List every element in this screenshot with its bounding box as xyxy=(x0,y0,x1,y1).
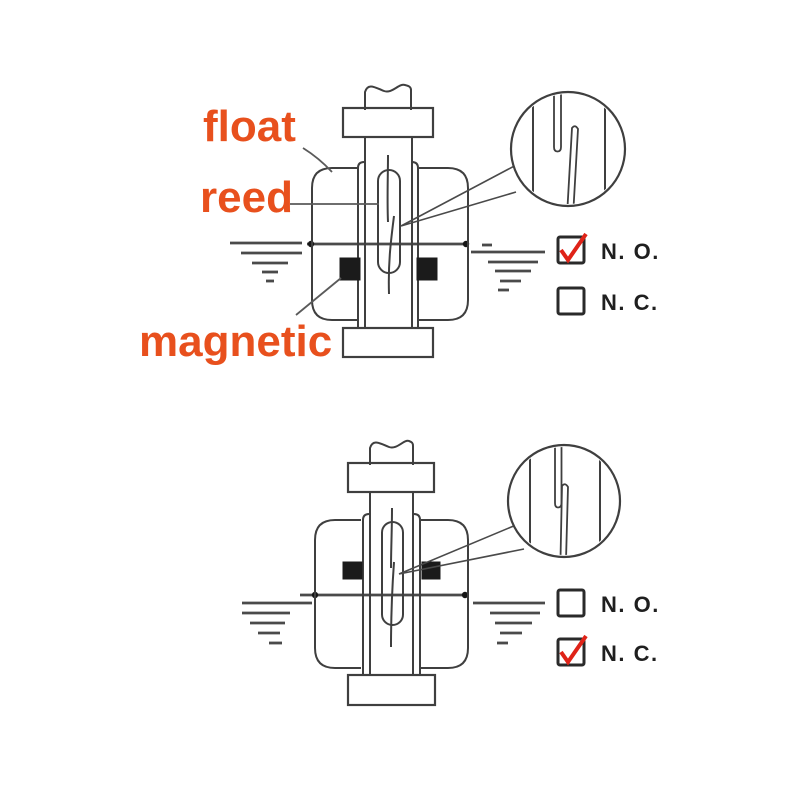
water-level-top xyxy=(230,240,545,292)
checkbox-no-bottom[interactable] xyxy=(556,588,586,618)
option-nc-top-label: N. C. xyxy=(601,290,659,315)
option-no-top-label: N. O. xyxy=(601,239,660,264)
option-no-top[interactable]: N. O. xyxy=(556,232,660,265)
option-nc-top[interactable]: N. C. xyxy=(556,286,659,316)
stem-pipe xyxy=(364,108,413,328)
float-label: float xyxy=(203,102,296,151)
upper-collar xyxy=(341,106,435,139)
magnetic-label: magnetic xyxy=(139,317,332,366)
float-body xyxy=(314,519,469,669)
upper-collar xyxy=(346,461,436,494)
float-body xyxy=(311,167,469,321)
reed-contacts-closed xyxy=(529,447,601,555)
pipe-break-top xyxy=(369,439,414,465)
magnetic-leader-line xyxy=(295,277,342,316)
option-nc-bottom-label: N. C. xyxy=(601,641,659,666)
magnet-left xyxy=(339,257,361,281)
reed-contacts-open xyxy=(532,94,606,204)
magnifier-open xyxy=(400,90,627,227)
magnifier-circle xyxy=(509,90,627,208)
checkbox-nc-top[interactable] xyxy=(556,286,586,316)
magnet-left xyxy=(342,561,363,580)
option-no-bottom-label: N. O. xyxy=(601,592,660,617)
checkmark-nc-bottom xyxy=(559,634,588,666)
pipe-break-top xyxy=(364,83,412,110)
magnet-right xyxy=(421,561,441,580)
lower-collar xyxy=(346,673,437,707)
guide-tube xyxy=(357,161,419,328)
magnet-right xyxy=(416,257,438,281)
option-nc-bottom[interactable]: N. C. xyxy=(556,634,659,667)
reed-switch xyxy=(377,154,401,295)
guide-tube xyxy=(362,513,421,675)
checkmark-no-top xyxy=(559,232,588,264)
magnifier-closed xyxy=(398,443,622,575)
water-level-bottom xyxy=(242,591,545,645)
option-no-bottom[interactable]: N. O. xyxy=(556,588,660,618)
float-leader-line xyxy=(302,147,333,173)
reed-switch xyxy=(381,507,404,648)
top-diagram: float reed magnetic N. O. N. C. xyxy=(139,83,660,366)
reed-label: reed xyxy=(200,173,293,222)
lower-collar xyxy=(341,326,435,359)
bottom-diagram: N. O. N. C. xyxy=(242,439,660,707)
